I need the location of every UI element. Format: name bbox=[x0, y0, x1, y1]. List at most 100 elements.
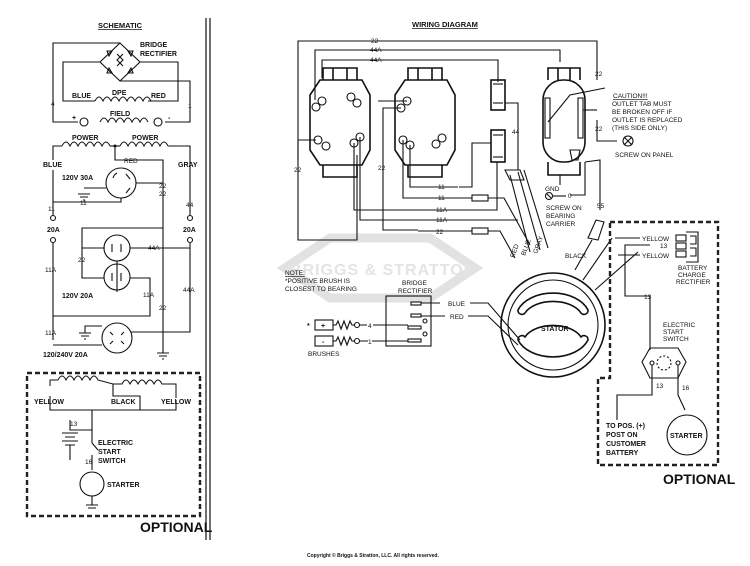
wire-44a-a: 44A bbox=[148, 245, 160, 252]
optional-yellow-right: YELLOW bbox=[161, 399, 191, 406]
battery-note-3: CUSTOMER bbox=[606, 441, 646, 448]
bridge-rectifier-symbol bbox=[99, 42, 141, 82]
schematic-optional-box bbox=[25, 371, 202, 518]
optional-switch-2: START bbox=[98, 449, 122, 456]
optional-switch-1: ELECTRIC bbox=[98, 440, 133, 447]
bcr-label-3: RECTIFIER bbox=[676, 279, 711, 286]
wire-22-left: 22 bbox=[294, 167, 302, 174]
receptacle-2 bbox=[394, 67, 456, 178]
wire-11a-a: 11A bbox=[436, 207, 448, 214]
breaker-2 bbox=[490, 129, 506, 163]
wiring-optional-label: OPTIONAL bbox=[663, 471, 736, 487]
stator bbox=[500, 272, 606, 378]
optional-black: BLACK bbox=[111, 399, 136, 406]
wire-22-a: 22 bbox=[159, 183, 167, 190]
lead-red: RED bbox=[509, 243, 520, 259]
screw-on-panel-icon bbox=[622, 135, 634, 147]
schematic: SCHEMATIC BRIDGE RECTIFIER 4 1 BLUE DPE … bbox=[25, 21, 213, 535]
breaker-20a-left: 20A bbox=[47, 227, 60, 234]
schematic-bridge-label-1: BRIDGE bbox=[140, 42, 168, 49]
opt-yellow-top: YELLOW bbox=[642, 236, 670, 243]
dpe-label: DPE bbox=[112, 90, 127, 97]
wire-11a-b: 11A bbox=[45, 267, 57, 274]
rect-label-1: BRIDGE bbox=[402, 280, 428, 287]
rect-lead-blue: BLUE bbox=[448, 301, 466, 308]
wire-1: 1 bbox=[188, 103, 192, 110]
wire-22-right-a: 22 bbox=[595, 71, 603, 78]
field-label: FIELD bbox=[110, 111, 130, 118]
wiring-diagram-title: WIRING DIAGRAM bbox=[412, 20, 478, 29]
power-coil-label-2: POWER bbox=[132, 135, 158, 142]
lead-gray: GRAY bbox=[532, 235, 545, 255]
receptacle-120v-30a-label: 120V 30A bbox=[62, 175, 93, 182]
note-line-2: CLOSEST TO BEARING bbox=[285, 286, 357, 293]
bcr-label-2: CHARGE bbox=[678, 272, 706, 279]
top-wire-44a-2: 44A bbox=[370, 57, 382, 64]
wire-22-c: 22 bbox=[159, 305, 167, 312]
optional-yellow-left: YELLOW bbox=[34, 399, 64, 406]
power-coil-2 bbox=[119, 141, 169, 148]
receptacle-120v-30a bbox=[105, 167, 137, 199]
brush-wire-1: 1 bbox=[368, 339, 372, 346]
wire-11a-c: 11A bbox=[45, 330, 57, 337]
wire-44a-b: 44A bbox=[183, 287, 195, 294]
breaker-1 bbox=[490, 79, 506, 111]
opt-switch-2: START bbox=[663, 329, 684, 336]
wire-22-right-b: 22 bbox=[595, 126, 603, 133]
dpe-left-wire-label: BLUE bbox=[72, 93, 91, 100]
receptacle-120v-20a-label: 120V 20A bbox=[62, 293, 93, 300]
wire-11a-b: 11A bbox=[436, 217, 448, 224]
power-coil-label-1: POWER bbox=[72, 135, 98, 142]
wire-11-b: 11 bbox=[438, 195, 445, 202]
copyright: Copyright © Briggs & Stratton, LLC. All … bbox=[307, 552, 439, 559]
brush-wire-4: 4 bbox=[368, 323, 372, 330]
red-wire-label: RED bbox=[124, 158, 138, 165]
field-plus: + bbox=[72, 115, 76, 122]
rect-lead-red: RED bbox=[450, 314, 464, 321]
gray-wire-label: GRAY bbox=[178, 162, 198, 169]
black-lead-label: BLACK bbox=[565, 253, 587, 260]
bearing-label-1: SCREW ON bbox=[546, 205, 582, 212]
schematic-optional-label: OPTIONAL bbox=[140, 519, 213, 535]
note-title: NOTE: bbox=[285, 270, 305, 277]
opt-16: 16 bbox=[682, 385, 690, 392]
schematic-title: SCHEMATIC bbox=[98, 21, 143, 30]
bearing-label-3: CARRIER bbox=[546, 221, 576, 228]
watermark-text: BRIGGS & STRATTON bbox=[290, 262, 476, 279]
field-coil bbox=[99, 117, 149, 124]
wiring-optional-box bbox=[596, 220, 720, 467]
bearing-label-2: BEARING bbox=[546, 213, 575, 220]
caution-line-4: (THIS SIDE ONLY) bbox=[612, 125, 667, 132]
lead-blue: BLUE bbox=[520, 238, 533, 257]
top-wire-22: 22 bbox=[371, 38, 379, 45]
opt-13-top: 13 bbox=[660, 243, 668, 250]
wire-11-b: 11 bbox=[48, 206, 55, 213]
opt-13-bottom: 13 bbox=[656, 383, 664, 390]
receptacle-1 bbox=[309, 67, 371, 178]
bcr-label-1: BATTERY bbox=[678, 265, 708, 272]
rect-label-2: RECTIFIER bbox=[398, 288, 433, 295]
optional-wire-13: 13 bbox=[70, 421, 78, 428]
caution-line-3: OUTLET IS REPLACED bbox=[612, 117, 683, 124]
wire-44: 44 bbox=[512, 129, 520, 136]
dpe-right-wire-label: RED bbox=[151, 93, 166, 100]
opt-13-mid: 13 bbox=[644, 294, 652, 301]
brush-plus-sign: + bbox=[321, 323, 325, 330]
breaker-20a-right: 20A bbox=[183, 227, 196, 234]
power-coil-1 bbox=[61, 141, 111, 148]
dpe-coil bbox=[94, 96, 152, 103]
receptacle-120-240v-20a bbox=[101, 322, 133, 354]
opt-switch-1: ELECTRIC bbox=[663, 322, 695, 329]
battery-note-4: BATTERY bbox=[606, 450, 639, 457]
brush-asterisk: * bbox=[307, 323, 310, 330]
wire-11a-a: 11A bbox=[143, 292, 155, 299]
opt-starter: STARTER bbox=[670, 433, 703, 440]
caution-title: CAUTION!!! bbox=[613, 93, 648, 100]
wire-22-bottom: 22 bbox=[436, 229, 444, 236]
wiring-diagram: WIRING DIAGRAM 22 44A 44A bbox=[285, 20, 736, 487]
wire-55: 55 bbox=[597, 203, 605, 210]
gnd-label: GND bbox=[545, 186, 560, 193]
schematic-bridge-label-2: RECTIFIER bbox=[140, 51, 177, 58]
battery-note-1: TO POS. (+) bbox=[606, 423, 645, 430]
